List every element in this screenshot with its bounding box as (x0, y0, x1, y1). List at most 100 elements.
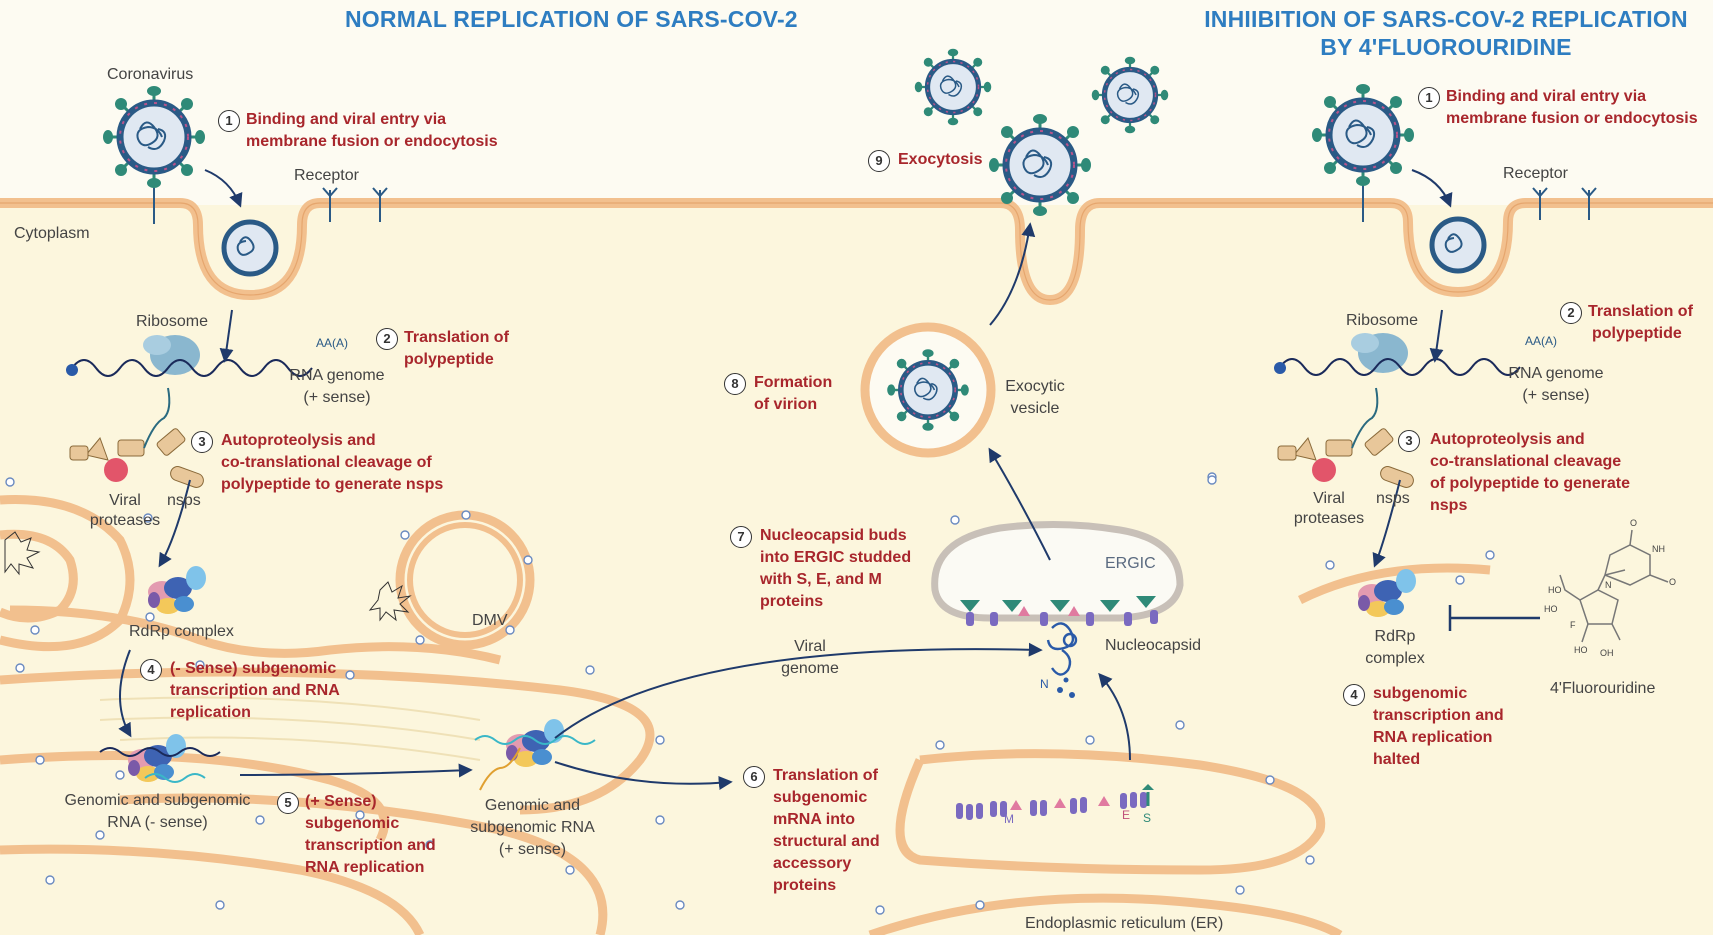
inhibition-step-3-line3: of polypeptide to generate (1430, 475, 1631, 492)
label-chem-f: F (1570, 620, 1576, 630)
step-6-line4: structural and (773, 833, 880, 850)
inhibition-step-4-line4: halted (1373, 751, 1421, 768)
step-8-badge: 8 (724, 373, 746, 395)
step-6-line2: subgenomic (773, 789, 868, 806)
step-2-line1: Translation of (404, 329, 509, 346)
step-3-badge: 3 (191, 431, 213, 453)
step-6-badge: 6 (743, 766, 765, 788)
inhibition-step-2-line2: polypeptide (1592, 325, 1682, 342)
label-viral-genome-2: genome (781, 660, 839, 677)
label-m-protein: M (1004, 812, 1014, 826)
step-3-line3: polypeptide to generate nsps (221, 476, 444, 493)
label-chem-o-right: O (1669, 577, 1677, 587)
step-9-badge: 9 (868, 150, 890, 172)
step-6-line1: Translation of (773, 767, 878, 784)
inhibition-step-3-line2: co-translational cleavage (1430, 453, 1622, 470)
label-exocytic: Exocytic (1005, 378, 1065, 395)
step-3-line2: co-translational cleavage of (221, 454, 432, 471)
label-nsps-left: nsps (167, 492, 201, 509)
inhibition-step-2-line1: Translation of (1588, 303, 1693, 320)
label-chem-o-top: O (1630, 518, 1638, 528)
inhibition-step-3-line1: Autoproteolysis and (1430, 431, 1585, 448)
label-viral-genome-1: Viral (794, 638, 826, 655)
inhibition-step-3-badge: 3 (1398, 430, 1420, 452)
inhibition-step-4-line2: transcription and (1373, 707, 1504, 724)
label-polya-right: AA(A) (1525, 334, 1558, 348)
label-fluorouridine: 4'Fluorouridine (1550, 680, 1656, 697)
inhibition-step-4-line1: subgenomic (1373, 685, 1468, 702)
label-chem-ho: HO (1548, 585, 1562, 595)
label-ribosome-left: Ribosome (136, 313, 209, 330)
inhibition-step-2-badge: 2 (1560, 302, 1582, 324)
step-1-line2: membrane fusion or endocytosis (246, 133, 498, 150)
label-e-protein: E (1122, 808, 1131, 822)
inhibition-step-3-line4: nsps (1430, 497, 1468, 514)
step-7-line4: proteins (760, 593, 824, 610)
step-2-line2: polypeptide (404, 351, 494, 368)
label-dmv: DMV (472, 612, 508, 629)
inhibition-step-4-line3: RNA replication (1373, 729, 1493, 746)
step-1-badge: 1 (218, 110, 240, 132)
label-genomic-pos-1: Genomic and (484, 797, 581, 814)
label-cytoplasm: Cytoplasm (14, 225, 90, 242)
step-4-line2: transcription and RNA (170, 682, 340, 699)
inhibition-step-1-badge: 1 (1418, 87, 1440, 109)
step-6-line5: accessory (773, 855, 852, 872)
label-rdrp-right-2: complex (1365, 650, 1425, 667)
label-chem-ho-2: HO (1544, 604, 1558, 614)
step-5-badge: 5 (277, 792, 299, 814)
step-5-line1: (+ Sense) (305, 793, 377, 810)
title-inhibition-line2: BY 4'FLUOROURIDINE (1320, 34, 1572, 60)
label-genomic-neg-1: Genomic and subgenomic (64, 792, 251, 809)
label-rna-genome-sense-right: (+ sense) (1522, 387, 1590, 404)
step-4-badge: 4 (140, 659, 162, 681)
label-chem-nh: NH (1652, 544, 1665, 554)
step-7-badge: 7 (730, 526, 752, 548)
step-6-line6: proteins (773, 877, 837, 894)
step-8-line1: Formation (754, 374, 833, 391)
label-chem-n: N (1605, 580, 1612, 590)
step-3-line1: Autoproteolysis and (221, 432, 376, 449)
inhibition-step-1-line2: membrane fusion or endocytosis (1446, 110, 1698, 127)
label-nucleocapsid: Nucleocapsid (1105, 637, 1202, 654)
inhibition-step-1-line1: Binding and viral entry via (1446, 88, 1647, 105)
label-chem-ho-3: HO (1574, 645, 1588, 655)
step-8-line2: of virion (754, 396, 818, 413)
label-ribosome-right: Ribosome (1346, 312, 1419, 329)
inhibition-step-4-badge: 4 (1343, 684, 1365, 706)
step-4-line3: replication (170, 704, 251, 721)
label-chem-oh: OH (1600, 648, 1614, 658)
label-n-protein: N (1040, 677, 1049, 691)
step-1-line1: Binding and viral entry via (246, 111, 447, 128)
label-rdrp-complex-left: RdRp complex (129, 623, 234, 640)
step-7-line2: into ERGIC studded (760, 549, 912, 566)
label-rna-genome-sense-left: (+ sense) (303, 389, 371, 406)
label-viral-left: Viral (109, 492, 141, 509)
label-proteases-left: proteases (89, 512, 161, 529)
label-proteases-right: proteases (1293, 510, 1365, 527)
step-6-line3: mRNA into (773, 811, 856, 828)
label-viral-right: Viral (1313, 490, 1345, 507)
label-ergic: ERGIC (1105, 555, 1156, 572)
label-coronavirus: Coronavirus (107, 66, 194, 83)
step-7-line1: Nucleocapsid buds (760, 527, 907, 544)
step-4-line1: (- Sense) subgenomic (170, 660, 337, 677)
label-rdrp-right-1: RdRp (1374, 628, 1416, 645)
title-inhibition-line1: INHIIBITION OF SARS-COV-2 REPLICATION (1204, 6, 1688, 32)
step-7-line3: with S, E, and M (760, 571, 882, 588)
label-nsps-right: nsps (1376, 490, 1410, 507)
label-rna-genome-right: RNA genome (1508, 365, 1604, 382)
label-receptor-left: Receptor (294, 167, 359, 184)
label-genomic-neg-2: RNA (- sense) (107, 814, 208, 831)
title-normal-replication: NORMAL REPLICATION OF SARS-COV-2 (345, 6, 798, 32)
label-vesicle: vesicle (1010, 400, 1060, 417)
label-s-protein: S (1143, 811, 1152, 825)
label-rna-genome-left: RNA genome (289, 367, 385, 384)
step-5-line4: RNA replication (305, 859, 425, 876)
label-receptor-right: Receptor (1503, 165, 1568, 182)
label-endoplasmic-reticulum: Endoplasmic reticulum (ER) (1025, 915, 1224, 932)
label-genomic-pos-3: (+ sense) (498, 841, 567, 858)
step-5-line2: subgenomic (305, 815, 400, 832)
label-genomic-pos-2: subgenomic RNA (470, 819, 595, 836)
